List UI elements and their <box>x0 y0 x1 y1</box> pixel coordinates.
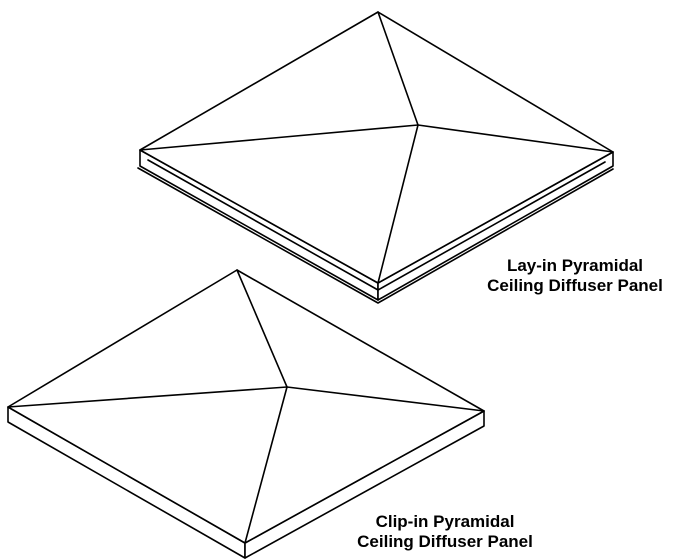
lay-in-panel-top-face <box>139 11 614 284</box>
clip-in-panel-ridge-w <box>7 386 288 408</box>
lay-in-panel <box>137 11 614 304</box>
lay-in-caption-line2: Ceiling Diffuser Panel <box>487 276 663 295</box>
clip-in-panel-ridge-n <box>236 269 288 388</box>
clip-in-caption-line1: Clip-in Pyramidal <box>375 512 515 531</box>
lay-in-caption-line1: Lay-in Pyramidal <box>506 256 644 275</box>
lay-in-panel-ridge-s <box>377 124 419 284</box>
clip-in-panel-caption: Clip-in Pyramidal Ceiling Diffuser Panel <box>330 512 560 552</box>
lay-in-panel-ridge-w <box>139 124 419 151</box>
lay-in-panel-ridge-e <box>417 124 614 153</box>
lay-in-panel-rim-lip-inner <box>147 159 606 291</box>
clip-in-panel-ridge-e <box>286 386 485 412</box>
clip-in-panel <box>7 269 485 559</box>
lay-in-panel-rim-lip <box>137 167 614 304</box>
lay-in-panel-ridge-n <box>377 11 419 126</box>
clip-in-panel-ridge-s <box>244 386 288 544</box>
clip-in-panel-top-face <box>7 269 485 544</box>
clip-in-caption-line2: Ceiling Diffuser Panel <box>357 532 533 551</box>
lay-in-panel-caption: Lay-in Pyramidal Ceiling Diffuser Panel <box>470 256 680 296</box>
